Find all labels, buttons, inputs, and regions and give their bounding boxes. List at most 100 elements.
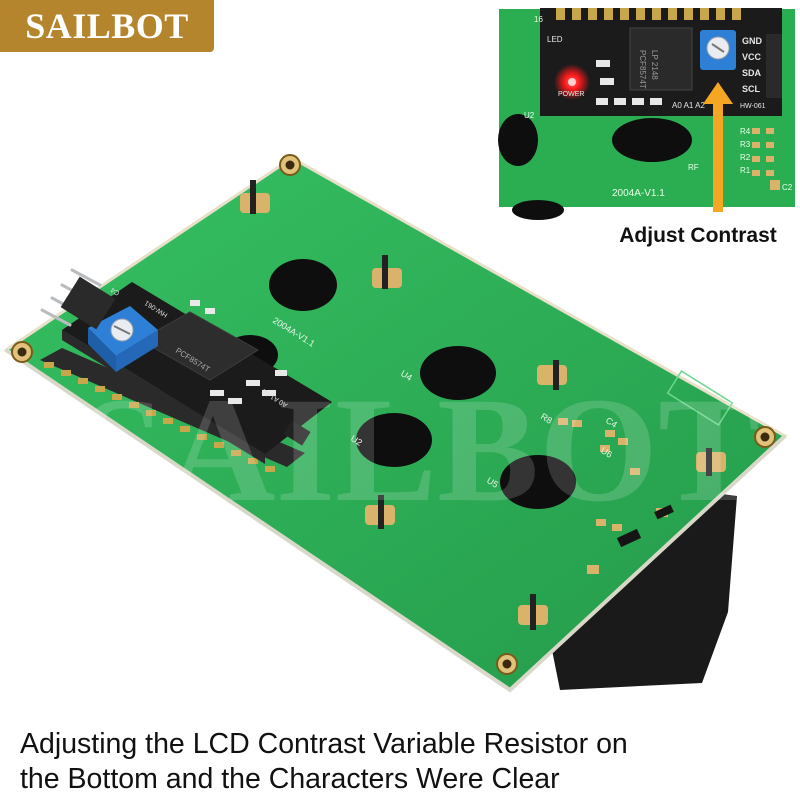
header-pins-lcd (44, 362, 275, 472)
potentiometer-side (88, 328, 116, 372)
inset-board-name: 2004A-V1.1 (612, 188, 665, 199)
inset-cob-chip (512, 200, 564, 220)
solder-tab (382, 255, 388, 289)
smd-pad (612, 524, 622, 531)
inset-pcf8574-chip (629, 27, 693, 91)
header-pin (265, 466, 275, 472)
backlight-jumper[interactable] (283, 420, 311, 446)
caption-line-1: Adjusting the LCD Contrast Variable Resi… (20, 728, 628, 760)
smd-pad (596, 519, 606, 526)
inset-r2: R2 (740, 153, 751, 162)
inset-pad (766, 128, 774, 134)
silk-hw061: C4 (110, 286, 121, 297)
brand-name: SAILBOT (25, 6, 189, 46)
smd-resistor (654, 504, 674, 520)
potentiometer-side (116, 330, 158, 372)
inset-header-pins (556, 8, 741, 20)
inset-pin (668, 8, 677, 20)
inset-power-led (568, 78, 576, 86)
mounting-hole (760, 432, 770, 442)
inset-smd (650, 98, 662, 105)
i2c-header-base (60, 276, 116, 330)
inset-power-label: POWER (558, 91, 584, 98)
adjust-contrast-label: Adjust Contrast (619, 224, 777, 247)
inset-pin (556, 8, 565, 20)
inset-potentiometer-slot (711, 43, 725, 53)
inset-address-labels: A0 A1 A2 (672, 101, 705, 110)
inset-i2c-header (766, 34, 782, 98)
contrast-arrow (703, 82, 733, 212)
inset-smd (600, 78, 614, 85)
header-pin (197, 434, 207, 440)
inset-pin (700, 8, 709, 20)
inset-smd-parts (596, 60, 662, 105)
chip-u5 (500, 455, 576, 509)
inset-pad (766, 142, 774, 148)
header-pin (214, 442, 224, 448)
i2c-pin (40, 308, 72, 327)
smd-pad (605, 430, 615, 437)
smd-pad (618, 438, 628, 445)
arrow-shaft (713, 100, 723, 212)
inset-pad (766, 170, 774, 176)
mounting-hole (502, 659, 512, 669)
inset-pin (652, 8, 661, 20)
header-pin (95, 386, 105, 392)
smd-pad (572, 420, 582, 427)
pcf8574-chip (138, 311, 259, 381)
inset-pin (588, 8, 597, 20)
silk-outline (666, 370, 734, 426)
pin-label-scl: SCL (742, 84, 761, 94)
inset-chip-text: PCF8574T (638, 50, 647, 89)
chip-u1 (269, 259, 337, 311)
pin-label-vcc: VCC (742, 52, 762, 62)
inset-smd (596, 98, 608, 105)
mounting-hole (17, 347, 27, 357)
header-pin (248, 458, 258, 464)
solder-tabs (240, 180, 726, 630)
inset-pin (732, 8, 741, 20)
smd-pad (558, 418, 568, 425)
inset-pin (620, 8, 629, 20)
inset-cob-chip (612, 118, 692, 162)
inset-pad (752, 128, 760, 134)
inset-smd (614, 98, 626, 105)
inset-pin (604, 8, 613, 20)
header-pin (163, 418, 173, 424)
inset-cob-chip (498, 114, 538, 166)
inset-chip-text-2: LP 2148 (650, 50, 659, 80)
inset-u2-label: U2 (524, 111, 535, 120)
inset-r4: R4 (740, 127, 751, 136)
smd-part (190, 300, 200, 306)
smd-part (228, 398, 242, 404)
smd-part (275, 370, 287, 376)
smd-part (205, 308, 215, 314)
inset-led-label: LED (547, 35, 563, 44)
inset-smd (632, 98, 644, 105)
chip-u4 (420, 346, 496, 400)
inset-resistor-pads (752, 128, 780, 190)
mounting-holes (11, 154, 776, 675)
chip-u2 (356, 413, 432, 467)
solder-tab (530, 594, 536, 630)
inset-closeup: PCF8574T LP 2148 GND VCC SDA SCL LED POW… (497, 7, 797, 220)
inset-pin (572, 8, 581, 20)
smd-pad (587, 565, 599, 574)
solder-tab (706, 448, 712, 476)
inset-pin (684, 8, 693, 20)
solder-tab (378, 495, 384, 529)
smd-part (210, 390, 224, 396)
i2c-backpack: PCF8574T C4 HW-061 A0 A1 (40, 268, 332, 472)
backpack-components (190, 300, 287, 404)
inset-pin-labels: GND VCC SDA SCL (742, 36, 763, 94)
inset-smd (596, 60, 610, 67)
header-pin (44, 362, 54, 368)
smd-part (262, 390, 276, 396)
smd-pad (600, 445, 610, 452)
inset-pad (752, 142, 760, 148)
inset-r1: R1 (740, 166, 751, 175)
solder-tab (250, 180, 256, 214)
solder-tab (537, 365, 567, 385)
inset-rf: RF (688, 163, 699, 172)
